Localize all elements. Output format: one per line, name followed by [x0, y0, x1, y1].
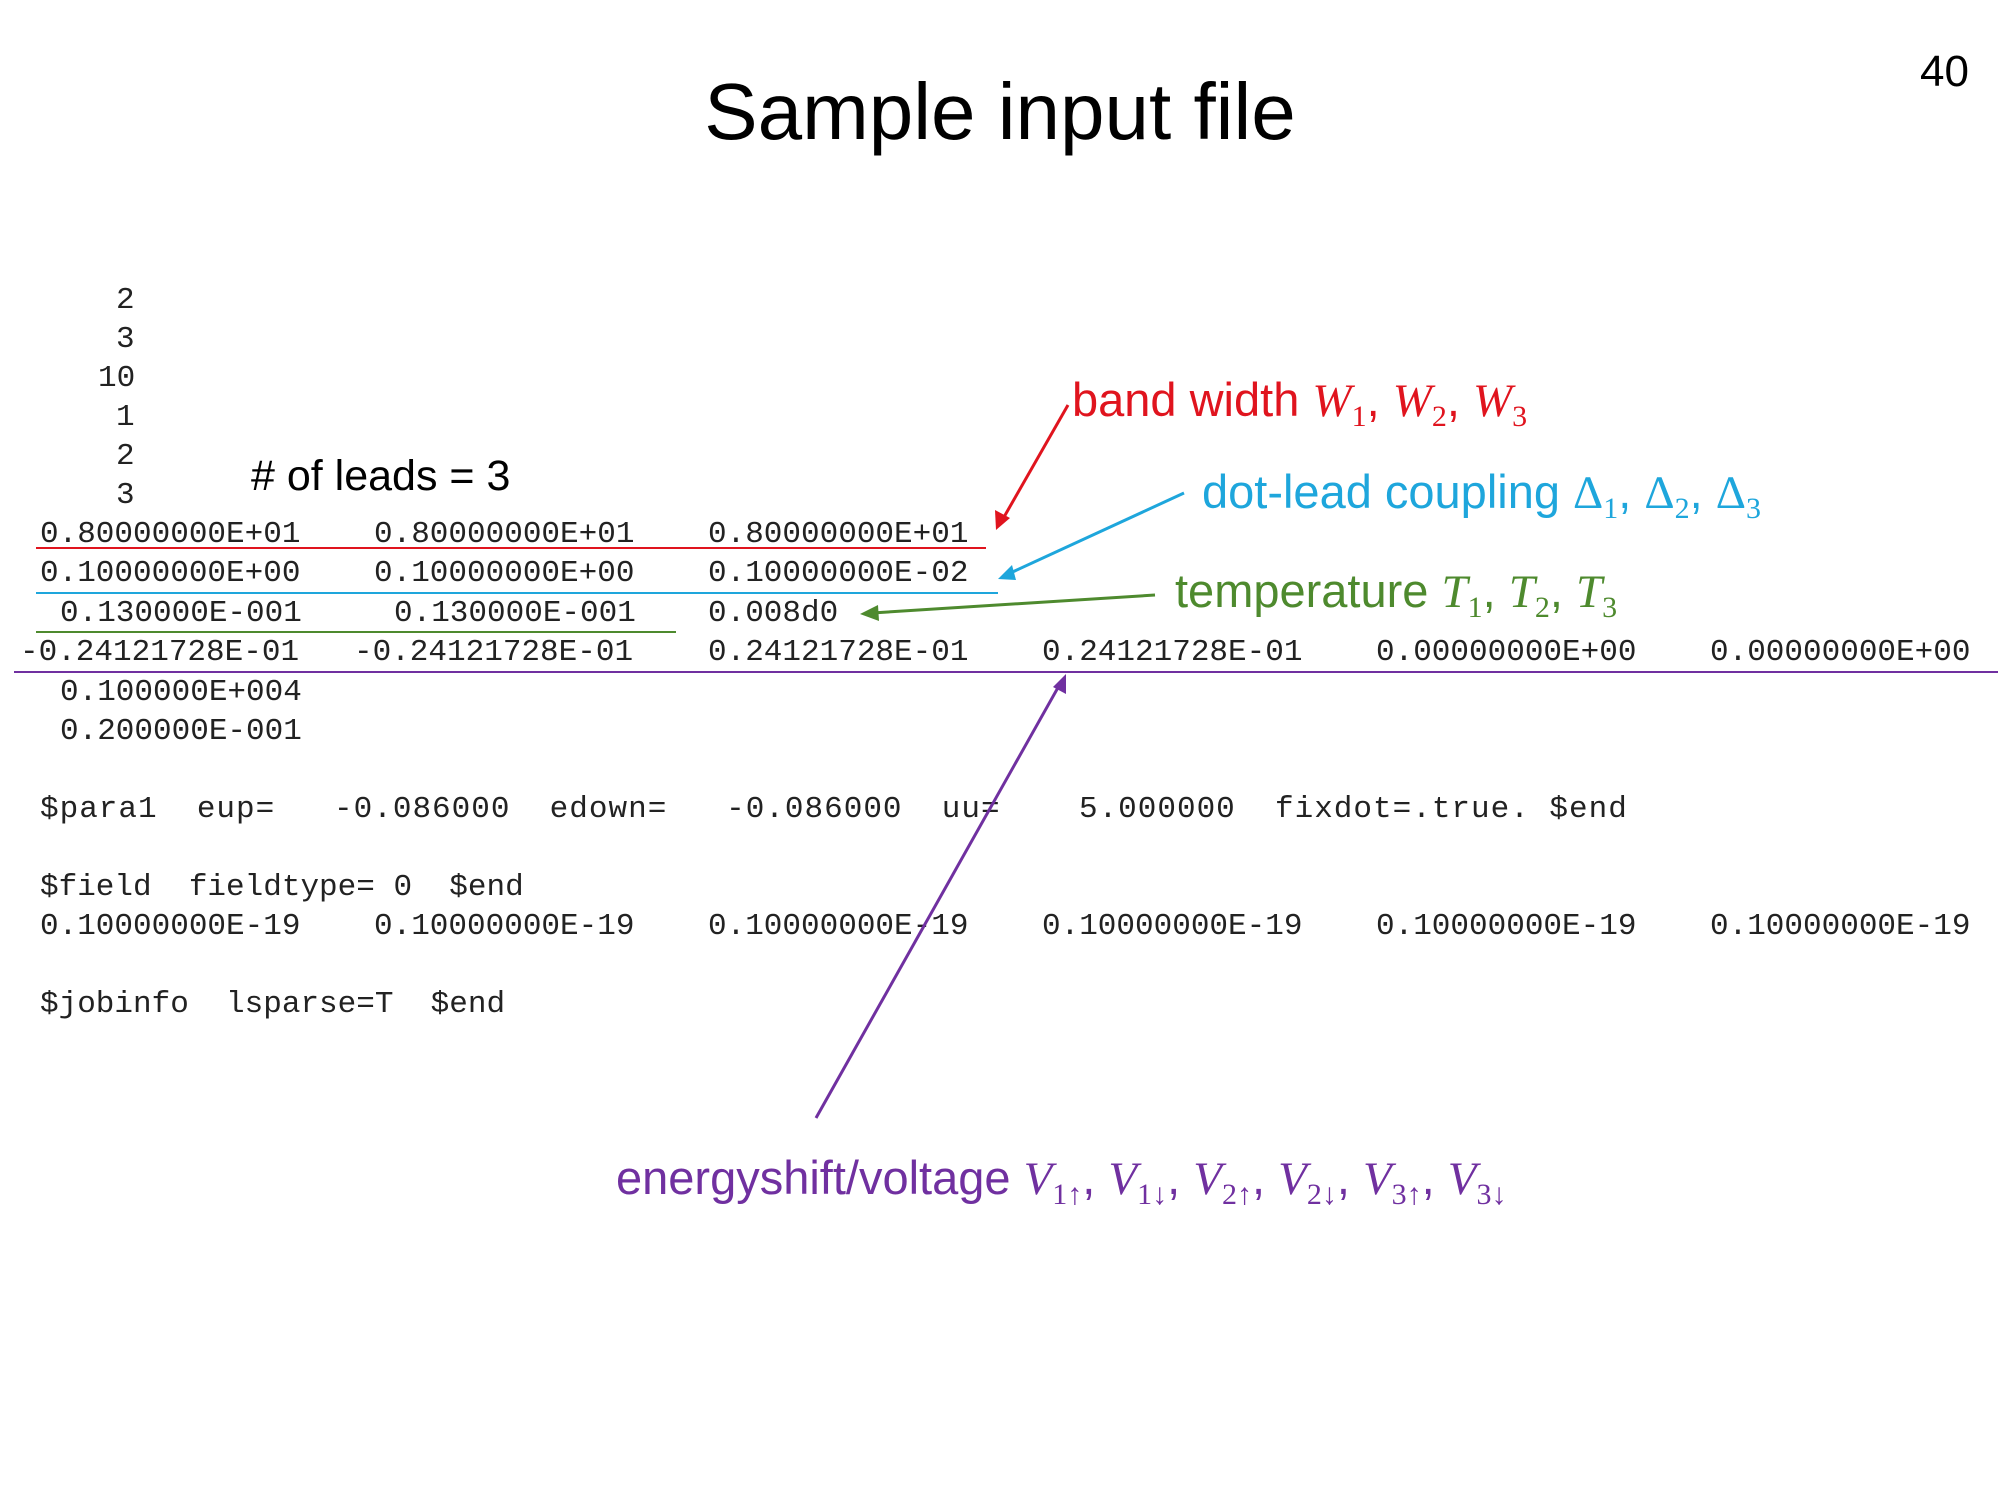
energyshift-cell-4: 0.24121728E-01: [1042, 635, 1303, 670]
bandwidth-cell-2: 0.80000000E+01: [374, 517, 635, 552]
energyshift-annotation-vars: V1↑, V1↓, V2↑, V2↓, V3↑, V3↓: [1023, 1151, 1507, 1211]
energyshift-underline: [14, 671, 1998, 673]
temperature-cell-3: 0.008d0: [708, 596, 839, 631]
temperature-var-1: T1: [1441, 566, 1483, 624]
energyshift-var-separator: ,: [1082, 1151, 1109, 1204]
header-line-4: 1: [116, 400, 135, 435]
header-line-2: 3: [116, 322, 135, 357]
field-line: $field fieldtype= 0 $end: [40, 870, 524, 905]
coupling-var-separator: ,: [1618, 465, 1645, 518]
coupling-annotation: dot-lead coupling Δ1, Δ2, Δ3: [1202, 464, 1761, 525]
field-value-4: 0.10000000E-19: [1042, 909, 1303, 944]
header-line-6: 3: [116, 478, 135, 513]
energyshift-cell-5: 0.00000000E+00: [1376, 635, 1637, 670]
bandwidth-arrow: [995, 404, 1070, 530]
bandwidth-var-3: W3: [1472, 375, 1528, 433]
temperature-var-separator: ,: [1549, 564, 1576, 617]
bandwidth-underline: [36, 547, 986, 549]
slide-title: Sample input file: [704, 67, 1296, 156]
leads-note: # of leads = 3: [251, 452, 511, 500]
jobinfo-line: $jobinfo lsparse=T $end: [40, 987, 506, 1022]
coupling-var-2: Δ2: [1644, 467, 1690, 525]
temperature-annotation: temperature T1, T2, T3: [1175, 563, 1618, 624]
energyshift-var-2: V1↓: [1108, 1153, 1168, 1211]
temperature-var-2: T2: [1508, 566, 1550, 624]
page-number: 40: [1920, 47, 1969, 96]
temperature-arrow: [860, 593, 1156, 621]
bandwidth-annotation-vars: W1, W2, W3: [1312, 373, 1528, 433]
energyshift-var-6: V3↓: [1447, 1153, 1507, 1211]
bandwidth-var-2: W2: [1392, 375, 1447, 433]
temperature-underline: [36, 631, 676, 633]
coupling-var-separator: ,: [1689, 465, 1716, 518]
energyshift-var-4: V2↓: [1278, 1153, 1337, 1211]
energyshift-cell-1: -0.24121728E-01: [20, 635, 300, 670]
bandwidth-annotation-text: band width: [1072, 373, 1313, 426]
energyshift-var-1: V1↑: [1023, 1153, 1083, 1211]
energyshift-var-separator: ,: [1167, 1151, 1194, 1204]
header-line-1: 2: [116, 283, 135, 318]
temperature-cell-2: 0.130000E-001: [394, 596, 636, 631]
bandwidth-arrowhead: [995, 510, 1010, 530]
coupling-cell-2: 0.10000000E+00: [374, 556, 635, 591]
temperature-cell-1: 0.130000E-001: [60, 596, 302, 631]
energyshift-annotation: energyshift/voltage V1↑, V1↓, V2↑, V2↓, …: [616, 1150, 1507, 1211]
energyshift-annotation-text: energyshift/voltage: [616, 1151, 1024, 1204]
field-value-6: 0.10000000E-19: [1710, 909, 1971, 944]
bandwidth-var-1: W1: [1312, 375, 1367, 433]
field-value-3: 0.10000000E-19: [708, 909, 969, 944]
extra-line-2: 0.200000E-001: [60, 714, 302, 749]
temperature-annotation-text: temperature: [1175, 564, 1442, 617]
bandwidth-cell-1: 0.80000000E+01: [40, 517, 301, 552]
energyshift-cell-6: 0.00000000E+00: [1710, 635, 1971, 670]
field-value-2: 0.10000000E-19: [374, 909, 635, 944]
energyshift-var-3: V2↑: [1193, 1153, 1252, 1211]
bandwidth-var-separator: ,: [1446, 373, 1473, 426]
temperature-var-separator: ,: [1482, 564, 1509, 617]
energyshift-var-separator: ,: [1336, 1151, 1363, 1204]
field-value-1: 0.10000000E-19: [40, 909, 301, 944]
temperature-arrowhead: [860, 605, 879, 621]
coupling-annotation-vars: Δ1, Δ2, Δ3: [1573, 465, 1761, 525]
energyshift-var-5: V3↑: [1362, 1153, 1422, 1211]
temperature-var-3: T3: [1576, 566, 1618, 624]
energyshift-var-separator: ,: [1251, 1151, 1279, 1204]
coupling-cell-3: 0.10000000E-02: [708, 556, 969, 591]
header-line-3: 10: [98, 361, 136, 396]
coupling-var-3: Δ3: [1715, 467, 1761, 525]
energyshift-cell-3: 0.24121728E-01: [708, 635, 969, 670]
bandwidth-var-separator: ,: [1366, 373, 1393, 426]
coupling-arrowhead: [998, 565, 1016, 580]
energyshift-cell-2: -0.24121728E-01: [354, 635, 634, 670]
coupling-var-1: Δ1: [1573, 467, 1619, 525]
energyshift-arrow: [814, 674, 1066, 1119]
para1-line: $para1 eup= -0.086000 edown= -0.086000 u…: [40, 792, 1628, 827]
header-line-5: 2: [116, 439, 135, 474]
energyshift-var-separator: ,: [1421, 1151, 1448, 1204]
extra-line-1: 0.100000E+004: [60, 675, 302, 710]
coupling-arrow: [998, 491, 1185, 580]
temperature-annotation-vars: T1, T2, T3: [1441, 564, 1618, 624]
coupling-annotation-text: dot-lead coupling: [1202, 465, 1574, 518]
bandwidth-annotation: band width W1, W2, W3: [1072, 372, 1528, 433]
bandwidth-cell-3: 0.80000000E+01: [708, 517, 969, 552]
coupling-underline: [36, 592, 998, 594]
energyshift-arrowhead: [1053, 674, 1066, 694]
field-value-5: 0.10000000E-19: [1376, 909, 1637, 944]
coupling-cell-1: 0.10000000E+00: [40, 556, 301, 591]
